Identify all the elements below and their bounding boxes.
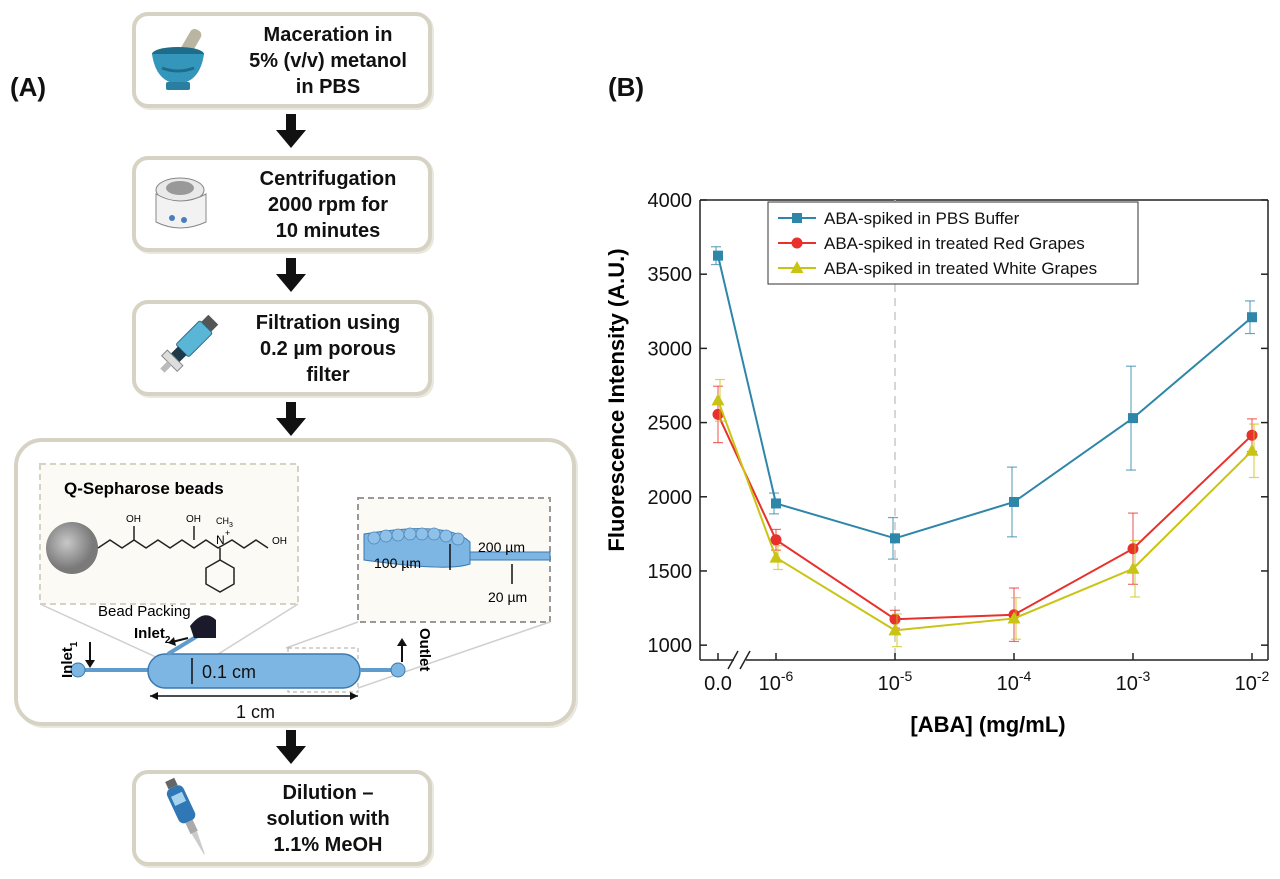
mol-plus: + xyxy=(225,528,230,538)
data-point xyxy=(1245,443,1259,456)
channel-width-label: 0.1 cm xyxy=(202,662,256,682)
zoom-width-label-1: 200 µm xyxy=(478,539,525,555)
data-point xyxy=(1246,429,1258,441)
y-tick-label: 3000 xyxy=(648,338,693,360)
y-tick-label: 1000 xyxy=(648,635,693,657)
flow-arrow-3 xyxy=(276,402,306,436)
x-tick-label: 0.0 xyxy=(704,673,732,695)
y-tick-label: 3500 xyxy=(648,264,693,286)
step-dilution: Dilution – solution with 1.1% MeOH xyxy=(132,770,432,866)
series-line xyxy=(717,399,1253,632)
step-line: Dilution – xyxy=(282,782,374,804)
step-line: Maceration in xyxy=(263,24,393,46)
data-point xyxy=(712,408,724,420)
data-point xyxy=(1127,543,1139,555)
step-line: Centrifugation xyxy=(259,168,397,190)
mol-oh: OH xyxy=(186,514,201,525)
inlet2-label: Inlet2 xyxy=(134,625,171,646)
mol-ch3: CH3 xyxy=(216,516,233,529)
bead-packing-label: Bead Packing xyxy=(98,603,191,620)
data-point xyxy=(771,498,781,509)
legend-marker xyxy=(791,237,803,249)
data-point xyxy=(1247,312,1257,323)
mol-oh: OH xyxy=(126,514,141,525)
x-axis-label: [ABA] (mg/mL) xyxy=(910,712,1065,737)
axis-break-mark xyxy=(727,650,739,670)
panel-a-label: (A) xyxy=(10,72,47,102)
data-point xyxy=(1007,611,1021,624)
data-point xyxy=(713,250,723,261)
zoom-height-label: 100 µm xyxy=(374,555,421,571)
step-maceration: Maceration in 5% (v/v) metanol in PBS xyxy=(132,12,432,108)
bead-sphere xyxy=(46,522,98,574)
step-line: filter xyxy=(306,364,350,386)
fluorescence-chart: 1000 1500 2000 2500 3000 3500 4000 0.0 10-6 10-5 1… xyxy=(604,190,1270,737)
y-tick-label: 2000 xyxy=(648,487,693,509)
legend-box xyxy=(767,201,1139,285)
y-tick-label: 2500 xyxy=(648,413,693,435)
mol-oh: OH xyxy=(272,536,287,547)
step-line: Filtration using xyxy=(255,312,401,334)
step-line: 0.2 µm porous xyxy=(260,338,396,360)
centrifuge-icon xyxy=(155,177,207,229)
x-tick-label: 10-2 xyxy=(1235,668,1270,695)
y-tick-label: 4000 xyxy=(648,190,693,212)
flow-arrow-2 xyxy=(276,258,306,292)
step-filtration: Filtration using 0.2 µm porous filter xyxy=(132,300,432,396)
y-axis-label: Fluorescence Intensity (A.U.) xyxy=(604,248,629,551)
step-line: 10 minutes xyxy=(275,220,381,242)
y-tick-label: 1500 xyxy=(648,561,693,583)
legend-label: ABA-spiked in treated White Grapes xyxy=(824,259,1097,278)
data-point xyxy=(890,533,900,544)
data-point xyxy=(888,623,902,636)
data-point xyxy=(1009,496,1019,507)
inlet1-label: Inlet1 xyxy=(59,641,80,678)
outlet-label: Outlet xyxy=(416,628,433,671)
pipette-icon xyxy=(165,777,205,855)
x-tick-label: 10-5 xyxy=(878,668,913,695)
series-line xyxy=(717,255,1253,540)
legend-marker xyxy=(792,213,802,223)
mortar-pestle-icon xyxy=(152,28,204,90)
step-line: 2000 rpm for xyxy=(267,194,389,216)
benzene-ring xyxy=(205,559,235,593)
x-tick-label: 10-3 xyxy=(1116,668,1151,695)
data-point xyxy=(711,393,725,406)
data-point xyxy=(1128,413,1138,424)
molecule-chain xyxy=(97,539,269,549)
mol-n: N xyxy=(216,533,225,547)
step-line: solution with xyxy=(266,808,390,830)
legend-label: ABA-spiked in PBS Buffer xyxy=(824,209,1020,228)
zoom-width-label-2: 20 µm xyxy=(488,589,527,605)
flow-arrow-4 xyxy=(276,730,306,764)
step-line: 1.1% MeOH xyxy=(273,834,383,856)
x-tick-label: 10-6 xyxy=(759,668,794,695)
step-line: in PBS xyxy=(295,76,361,98)
microfluidic-device-diagram: Q-Sepharose beads OH OH N + CH3 OH 100 µ… xyxy=(39,463,551,722)
series-line xyxy=(717,413,1253,621)
flow-arrow-1 xyxy=(276,114,306,148)
panel-b-label: (B) xyxy=(608,72,645,102)
axis-break-mark xyxy=(739,650,751,670)
legend-marker xyxy=(790,261,804,273)
data-point xyxy=(1126,561,1140,574)
step-line: 5% (v/v) metanol xyxy=(249,50,407,72)
legend-label: ABA-spiked in treated Red Grapes xyxy=(824,234,1085,253)
bead-packing-connector xyxy=(190,615,216,638)
channel-length-label: 1 cm xyxy=(236,702,275,722)
step-centrifugation: Centrifugation 2000 rpm for 10 minutes xyxy=(132,156,432,252)
data-point xyxy=(889,613,901,625)
device-panel: Q-Sepharose beads OH OH N + CH3 OH 100 µ… xyxy=(14,438,576,726)
beads-title: Q-Sepharose beads xyxy=(64,479,224,498)
syringe-filter-icon xyxy=(160,314,219,373)
x-tick-label: 10-4 xyxy=(997,668,1032,695)
data-point xyxy=(769,550,783,563)
data-point xyxy=(770,534,782,546)
